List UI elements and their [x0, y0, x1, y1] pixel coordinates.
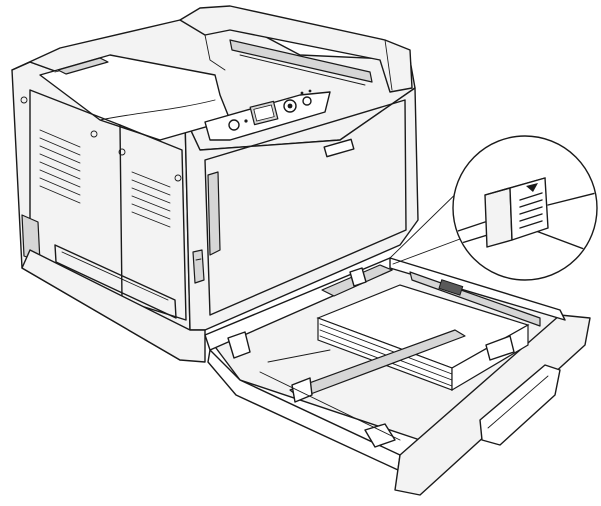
screw-4: [174, 174, 182, 182]
power-button: [228, 119, 240, 131]
separation-roller: [438, 279, 464, 296]
side-vent-right: [131, 171, 171, 228]
power-switch: [192, 249, 205, 284]
control-panel: [204, 89, 331, 141]
front-latch: [207, 171, 221, 256]
guide-block-front: [484, 187, 513, 248]
callout-content: [454, 177, 596, 256]
right-guide-clip: [485, 335, 515, 361]
lcd-display: [253, 104, 275, 122]
screw-3: [118, 148, 126, 156]
triangle-down-icon: [526, 183, 538, 192]
front-panel-details: [192, 99, 407, 316]
rear-guide-tab: [227, 331, 251, 359]
cassette-handle: [479, 364, 561, 446]
screw-2: [90, 130, 98, 138]
rear-housing: [179, 5, 413, 93]
rear-slot: [229, 39, 373, 83]
detail-callout: [389, 135, 598, 281]
menu-button: [302, 96, 312, 106]
side-panel-details: [20, 89, 206, 363]
paper-cassette: [204, 257, 591, 496]
output-slot: [57, 57, 109, 75]
output-tray-surface: [39, 54, 231, 141]
printer-base: [21, 249, 206, 363]
left-guide-clip: [291, 377, 313, 403]
cassette-right-wall: [389, 257, 566, 321]
rear-unit: [179, 5, 413, 93]
output-tray: [39, 54, 231, 141]
callout-leader-1: [392, 235, 469, 265]
paper-limit-lines: [519, 192, 543, 229]
indicator-light: [244, 119, 248, 123]
side-vent-left: [39, 129, 81, 204]
front-guide-tab: [364, 423, 396, 448]
front-handle-recess: [323, 138, 355, 158]
screw-1: [20, 96, 28, 104]
